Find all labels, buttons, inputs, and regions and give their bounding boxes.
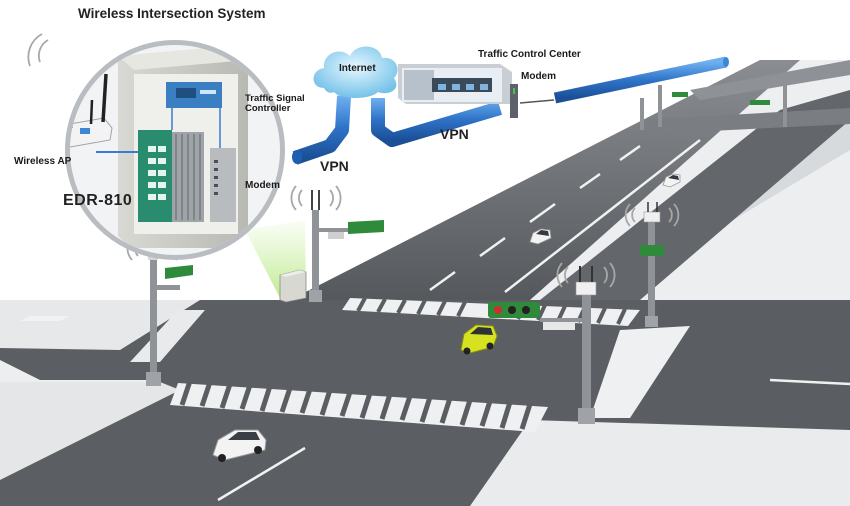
traffic-control-center [398,64,518,118]
vpn-left-label: VPN [320,158,349,174]
edr-810-label: EDR-810 [63,192,133,209]
modem-device [210,148,236,222]
vpn-right-label: VPN [440,126,469,142]
traffic-control-center-label: Traffic Control Center [478,49,581,60]
pole-horizon [640,85,787,130]
pole-right-front [488,266,597,424]
lane-markings [217,74,850,502]
internet-label: Internet [339,63,376,74]
car-yellow [460,324,498,355]
traffic-signal-controller-label: Traffic Signal Controller [245,93,305,114]
car-near-white [212,429,267,462]
internet-cloud [313,46,398,98]
vpn-pipes [292,56,729,165]
pole-right-far [640,202,664,327]
car-mid-white [529,228,552,245]
modem-center-label: Modem [521,71,556,82]
pole-center [309,190,384,302]
car-far-white [662,173,681,188]
modem-cabinet-label: Modem [245,180,280,191]
zoom-circle-content [70,45,280,255]
roadside-cabinet [279,269,307,303]
wireless-ap-label: Wireless AP [14,156,72,167]
diagram-title: Wireless Intersection System [78,6,266,21]
crosswalk-right [590,326,690,418]
crosswalk-left [130,310,205,362]
